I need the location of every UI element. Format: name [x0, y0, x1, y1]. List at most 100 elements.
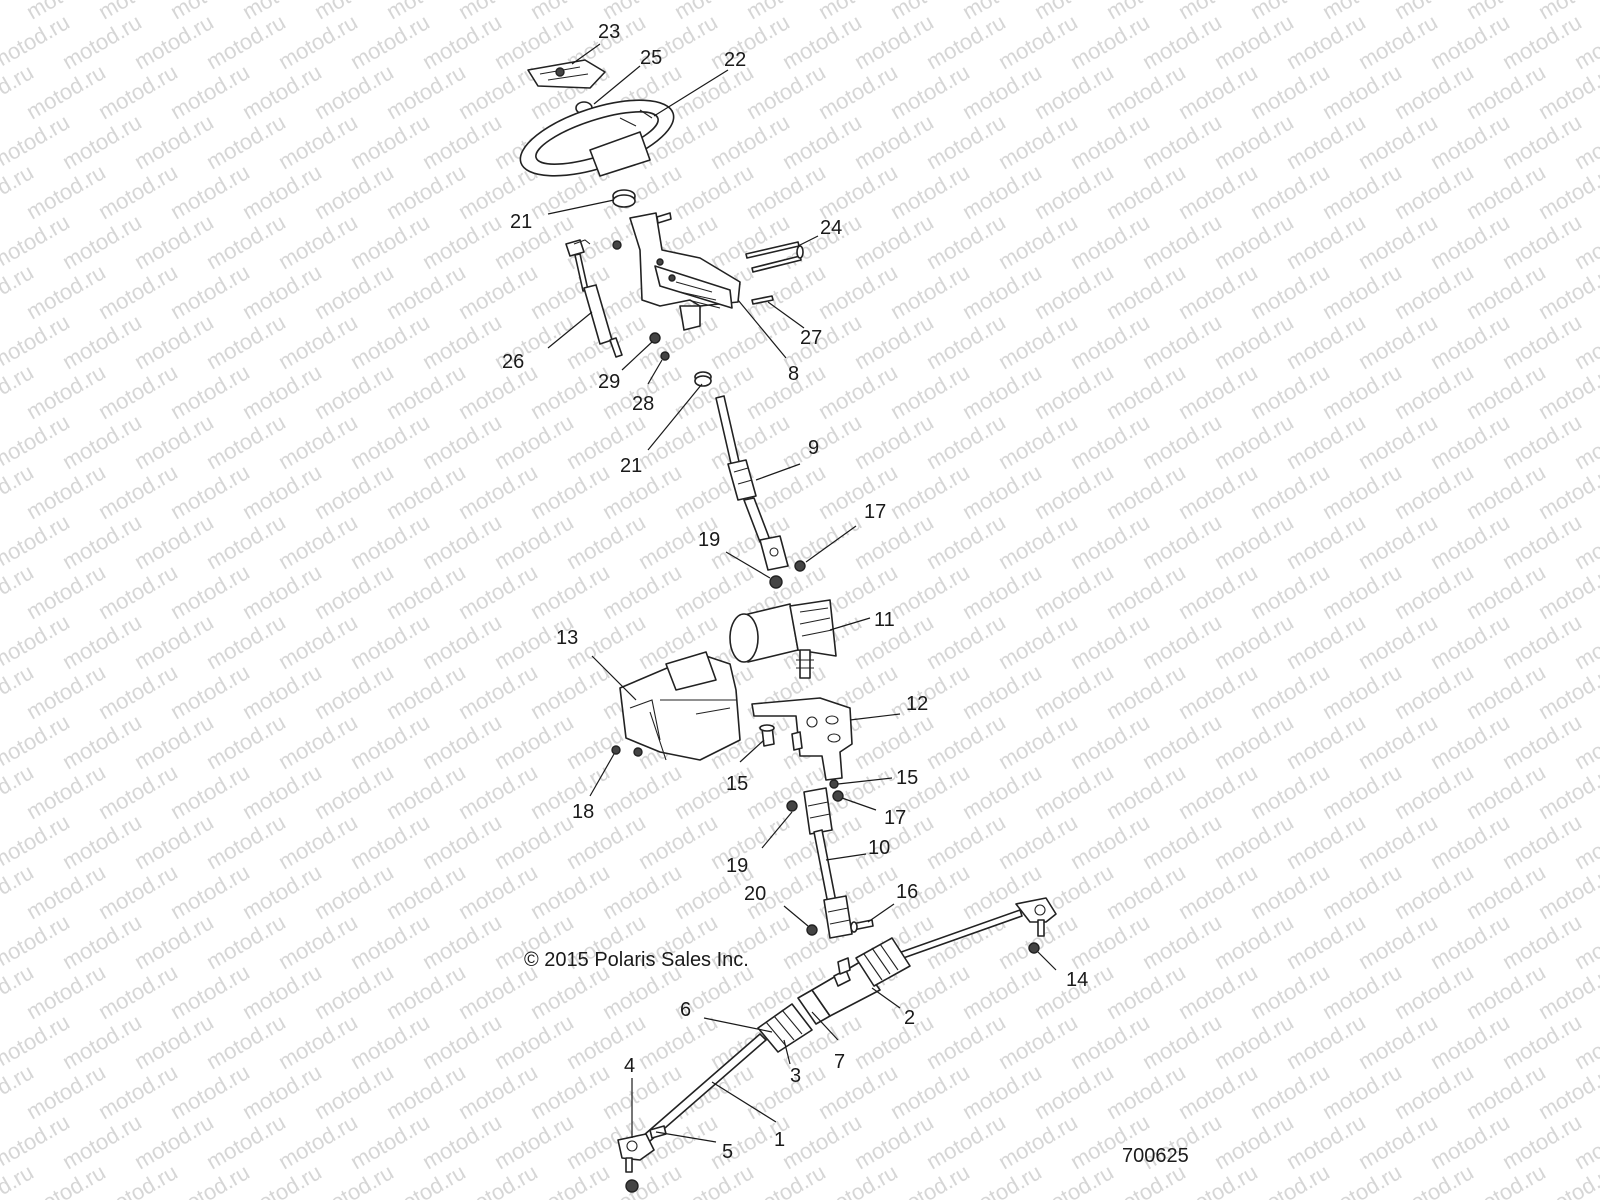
watermark-text: motod.ru: [274, 709, 362, 774]
watermark-text: motod.ru: [1426, 709, 1514, 774]
watermark-text: motod.ru: [1066, 109, 1154, 174]
watermark-text: motod.ru: [1246, 759, 1334, 824]
watermark-text: motod.ru: [1066, 509, 1154, 574]
watermark-text: motod.ru: [1462, 659, 1550, 724]
watermark-text: motod.ru: [1354, 409, 1442, 474]
watermark-text: motod.ru: [1354, 909, 1442, 974]
part-11-eps-unit: [729, 599, 837, 679]
callout-28: 28: [632, 393, 654, 415]
watermark-text: motod.ru: [1174, 659, 1262, 724]
watermark-text: motod.ru: [598, 559, 686, 624]
watermark-text: motod.ru: [706, 409, 794, 474]
watermark-text: motod.ru: [1210, 909, 1298, 974]
watermark-text: motod.ru: [1066, 309, 1154, 374]
watermark-text: motod.ru: [202, 409, 290, 474]
watermark-text: motod.ru: [994, 309, 1082, 374]
watermark-text: motod.ru: [1426, 9, 1514, 74]
watermark-text: motod.ru: [778, 1109, 866, 1174]
watermark-text: motod.ru: [1390, 959, 1478, 1024]
watermark-text: motod.ru: [1390, 459, 1478, 524]
watermark-text: motod.ru: [418, 709, 506, 774]
callout-24: 24: [820, 217, 842, 239]
watermark-text: motod.ru: [202, 9, 290, 74]
watermark-text: motod.ru: [58, 809, 146, 874]
watermark-text: motod.ru: [166, 59, 254, 124]
watermark-text: motod.ru: [454, 759, 542, 824]
callout-29: 29: [598, 371, 620, 393]
watermark-text: motod.ru: [1102, 759, 1190, 824]
watermark-text: motod.ru: [850, 309, 938, 374]
watermark-text: motod.ru: [922, 709, 1010, 774]
watermark-text: motod.ru: [562, 509, 650, 574]
watermark-text: motod.ru: [418, 509, 506, 574]
watermark-text: motod.ru: [994, 809, 1082, 874]
watermark-text: motod.ru: [1210, 609, 1298, 674]
watermark-text: motod.ru: [1174, 459, 1262, 524]
watermark-text: motod.ru: [382, 359, 470, 424]
watermark-text: motod.ru: [202, 709, 290, 774]
callout-20: 20: [744, 883, 766, 905]
watermark-text: motod.ru: [1390, 1059, 1478, 1124]
watermark-text: motod.ru: [274, 1109, 362, 1174]
watermark-text: motod.ru: [886, 559, 974, 624]
watermark-text: motod.ru: [238, 1059, 326, 1124]
watermark-text: motod.ru: [58, 609, 146, 674]
watermark-text: motod.ru: [526, 759, 614, 824]
watermark-text: motod.ru: [130, 809, 218, 874]
watermark-text: motod.ru: [346, 209, 434, 274]
watermark-text: motod.ru: [1282, 9, 1370, 74]
watermark-text: motod.ru: [1210, 109, 1298, 174]
callout-10: 10: [868, 837, 890, 859]
part-15-bolt-right: [791, 731, 839, 789]
watermark-text: motod.ru: [1066, 809, 1154, 874]
callout-13: 13: [556, 627, 578, 649]
watermark-text: motod.ru: [490, 1109, 578, 1174]
watermark-text: motod.ru: [1210, 809, 1298, 874]
watermark-text: motod.ru: [958, 59, 1046, 124]
watermark-text: motod.ru: [634, 309, 722, 374]
part-19-nut-lower: [786, 800, 798, 812]
callout-11: 11: [874, 609, 895, 631]
watermark-text: motod.ru: [1318, 659, 1406, 724]
parts-illustration: [519, 59, 1057, 1193]
part-8-column-bracket: [629, 212, 741, 331]
watermark-text: motod.ru: [562, 1009, 650, 1074]
watermark-text: motod.ru: [22, 859, 110, 924]
watermark-text: motod.ru: [958, 1059, 1046, 1124]
watermark-text: motod.ru: [1354, 509, 1442, 574]
watermark-text: motod.ru: [1282, 509, 1370, 574]
watermark-text: motod.ru: [850, 9, 938, 74]
part-17-bolt-lower: [832, 790, 844, 802]
watermark-text: motod.ru: [1498, 909, 1586, 974]
callout-labels: 23 25 22 21 24 26 29 28 8 27 21 9 17 19 …: [502, 21, 1088, 1163]
part-29-nut: [649, 332, 661, 344]
watermark-text: motod.ru: [1498, 9, 1586, 74]
watermark-text: motod.ru: [1390, 159, 1478, 224]
part-12-mount-bracket: [751, 697, 853, 781]
watermark-text: motod.ru: [706, 309, 794, 374]
callout-3: 3: [790, 1065, 801, 1087]
watermark-text: motod.ru: [346, 909, 434, 974]
callout-26: 26: [502, 351, 524, 373]
watermark-text: motod.ru: [1066, 909, 1154, 974]
watermark-text: motod.ru: [1174, 959, 1262, 1024]
watermark-text: motod.ru: [382, 559, 470, 624]
watermark-text: motod.ru: [382, 959, 470, 1024]
watermark-text: motod.ru: [886, 259, 974, 324]
watermark-text: motod.ru: [1498, 209, 1586, 274]
watermark-text: motod.ru: [1030, 559, 1118, 624]
watermark-text: motod.ru: [202, 1109, 290, 1174]
watermark-text: motod.ru: [1498, 709, 1586, 774]
callout-19-lower: 19: [726, 855, 748, 877]
watermark-text: motod.ru: [274, 309, 362, 374]
watermark-text: motod.ru: [310, 759, 398, 824]
watermark-text: motod.ru: [22, 359, 110, 424]
watermark-text: motod.ru: [994, 509, 1082, 574]
watermark-text: motod.ru: [1318, 459, 1406, 524]
watermark-text: motod.ru: [1318, 159, 1406, 224]
watermark-text: motod.ru: [1318, 559, 1406, 624]
watermark-text: motod.ru: [1138, 709, 1226, 774]
part-16-bolt: [850, 919, 874, 933]
watermark-text: motod.ru: [202, 909, 290, 974]
watermark-text: motod.ru: [922, 509, 1010, 574]
